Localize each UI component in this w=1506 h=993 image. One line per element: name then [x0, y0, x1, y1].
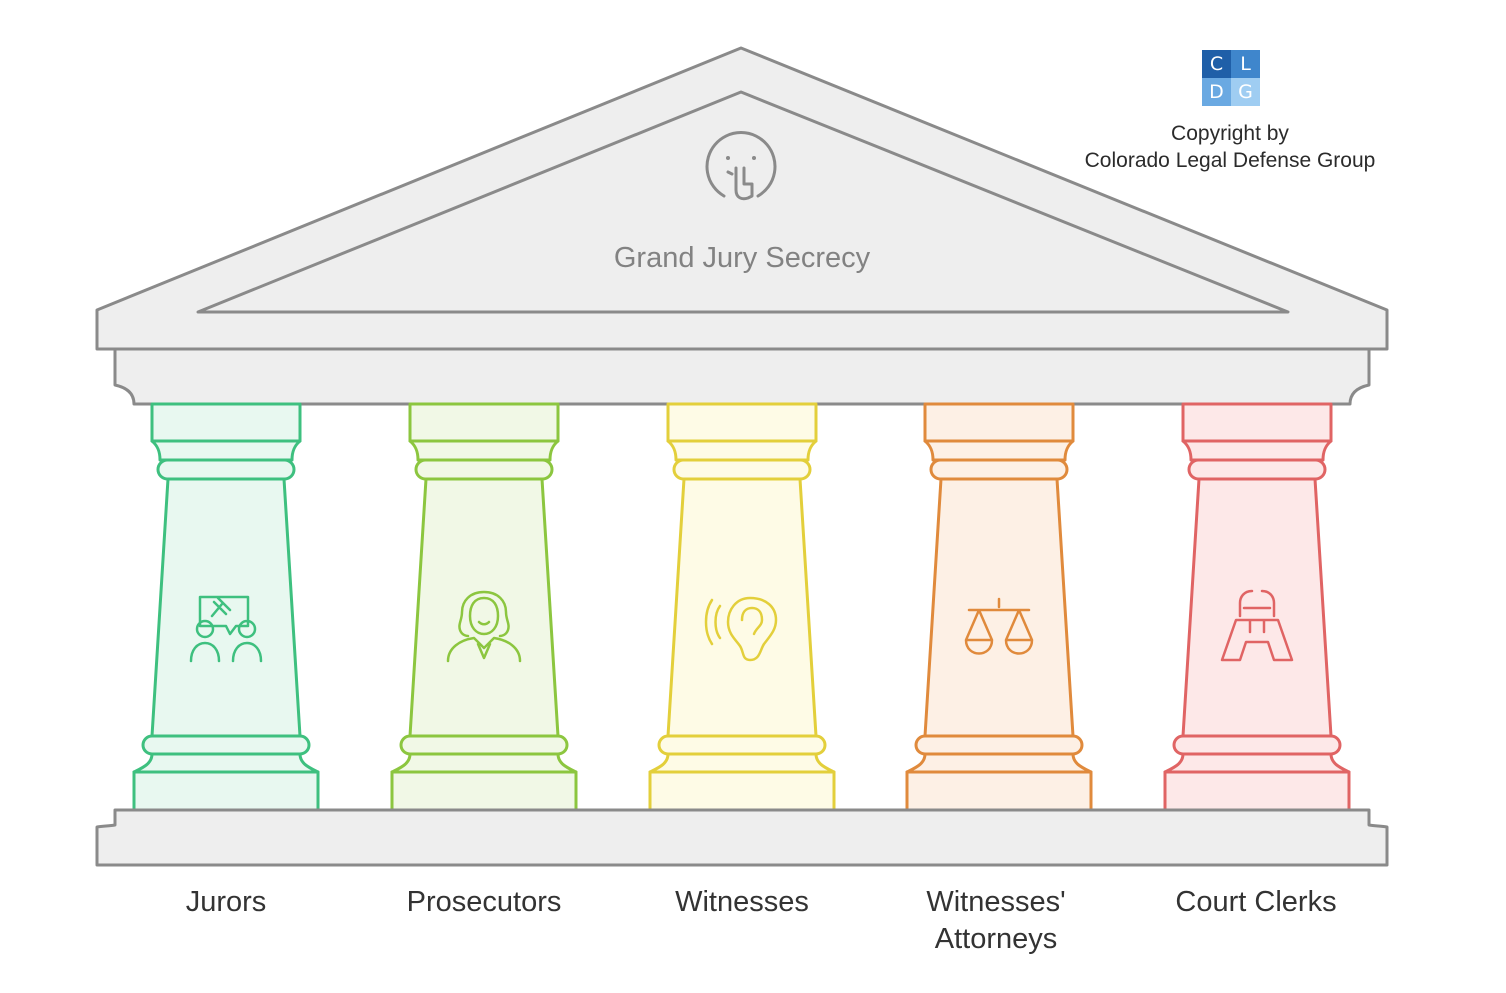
judge-wig-icon	[446, 590, 522, 663]
pillar	[1163, 402, 1351, 812]
pillar-capital-neck	[408, 439, 560, 462]
pillar-abacus	[408, 402, 560, 443]
pillar-abacus	[666, 402, 818, 443]
pillars	[132, 402, 1351, 812]
logo-cell: D	[1202, 78, 1231, 106]
pillar-lower-ring	[914, 734, 1084, 756]
pillar-capital-neck	[1181, 439, 1333, 462]
pillar-base-neck	[1163, 752, 1351, 774]
pillar-upper-ring	[156, 458, 296, 481]
pillar-label-prosecutors: Prosecutors	[406, 886, 562, 918]
pillar-upper-ring	[1187, 458, 1327, 481]
pillar	[905, 402, 1093, 812]
pillar-base-neck	[648, 752, 836, 774]
temple-base	[95, 808, 1389, 867]
pillar-label-witnesses-attorneys: Witnesses' Attorneys	[876, 884, 1116, 958]
pillar-label-line: Attorneys	[934, 923, 1058, 955]
shush-face-icon	[705, 131, 777, 201]
copyright-line-1: Copyright by	[1171, 122, 1289, 145]
pillar-shaft	[408, 477, 560, 738]
pillar-capital-neck	[666, 439, 818, 462]
pillar-upper-ring	[672, 458, 812, 481]
logo-cell: G	[1231, 78, 1260, 106]
cldg-logo: C L D G	[1202, 50, 1260, 106]
pillar-capital-neck	[150, 439, 302, 462]
pillar-lower-ring	[141, 734, 311, 756]
copyright-line-2: Colorado Legal Defense Group	[1084, 149, 1376, 172]
entablature	[113, 347, 1371, 406]
pillar-abacus	[1181, 402, 1333, 443]
pillar-base-neck	[390, 752, 578, 774]
pillar-abacus	[150, 402, 302, 443]
pillar-lower-ring	[399, 734, 569, 756]
pillar-base-neck	[905, 752, 1093, 774]
pillar-plinth	[905, 770, 1093, 812]
jury-deliberation-icon	[189, 595, 263, 663]
pillar	[132, 402, 320, 812]
pillar-plinth	[390, 770, 578, 812]
pillar-label-court-clerks: Court Clerks	[1175, 886, 1337, 918]
pillar-upper-ring	[929, 458, 1069, 481]
pillar-base-neck	[132, 752, 320, 774]
binder-clip-icon	[1220, 589, 1294, 662]
scales-of-justice-icon	[964, 597, 1034, 655]
pillar-plinth	[1163, 770, 1351, 812]
pillar-abacus	[923, 402, 1075, 443]
pillar-upper-ring	[414, 458, 554, 481]
pillar-lower-ring	[657, 734, 827, 756]
roof-inner-triangle	[196, 90, 1290, 314]
logo-cell: L	[1231, 50, 1260, 78]
pillar-lower-ring	[1172, 734, 1342, 756]
pillar-label-line: Witnesses'	[926, 886, 1066, 918]
pillar-plinth	[648, 770, 836, 812]
pillar-label-jurors: Jurors	[185, 886, 267, 918]
pillar	[390, 402, 578, 812]
roof-title: Grand Jury Secrecy	[613, 242, 871, 274]
listening-ear-icon	[704, 596, 778, 662]
logo-cell: C	[1202, 50, 1231, 78]
pillar-capital-neck	[923, 439, 1075, 462]
pillar-label-witnesses: Witnesses	[675, 886, 809, 918]
pillar-shaft	[666, 477, 818, 738]
pillar-plinth	[132, 770, 320, 812]
pillar	[648, 402, 836, 812]
